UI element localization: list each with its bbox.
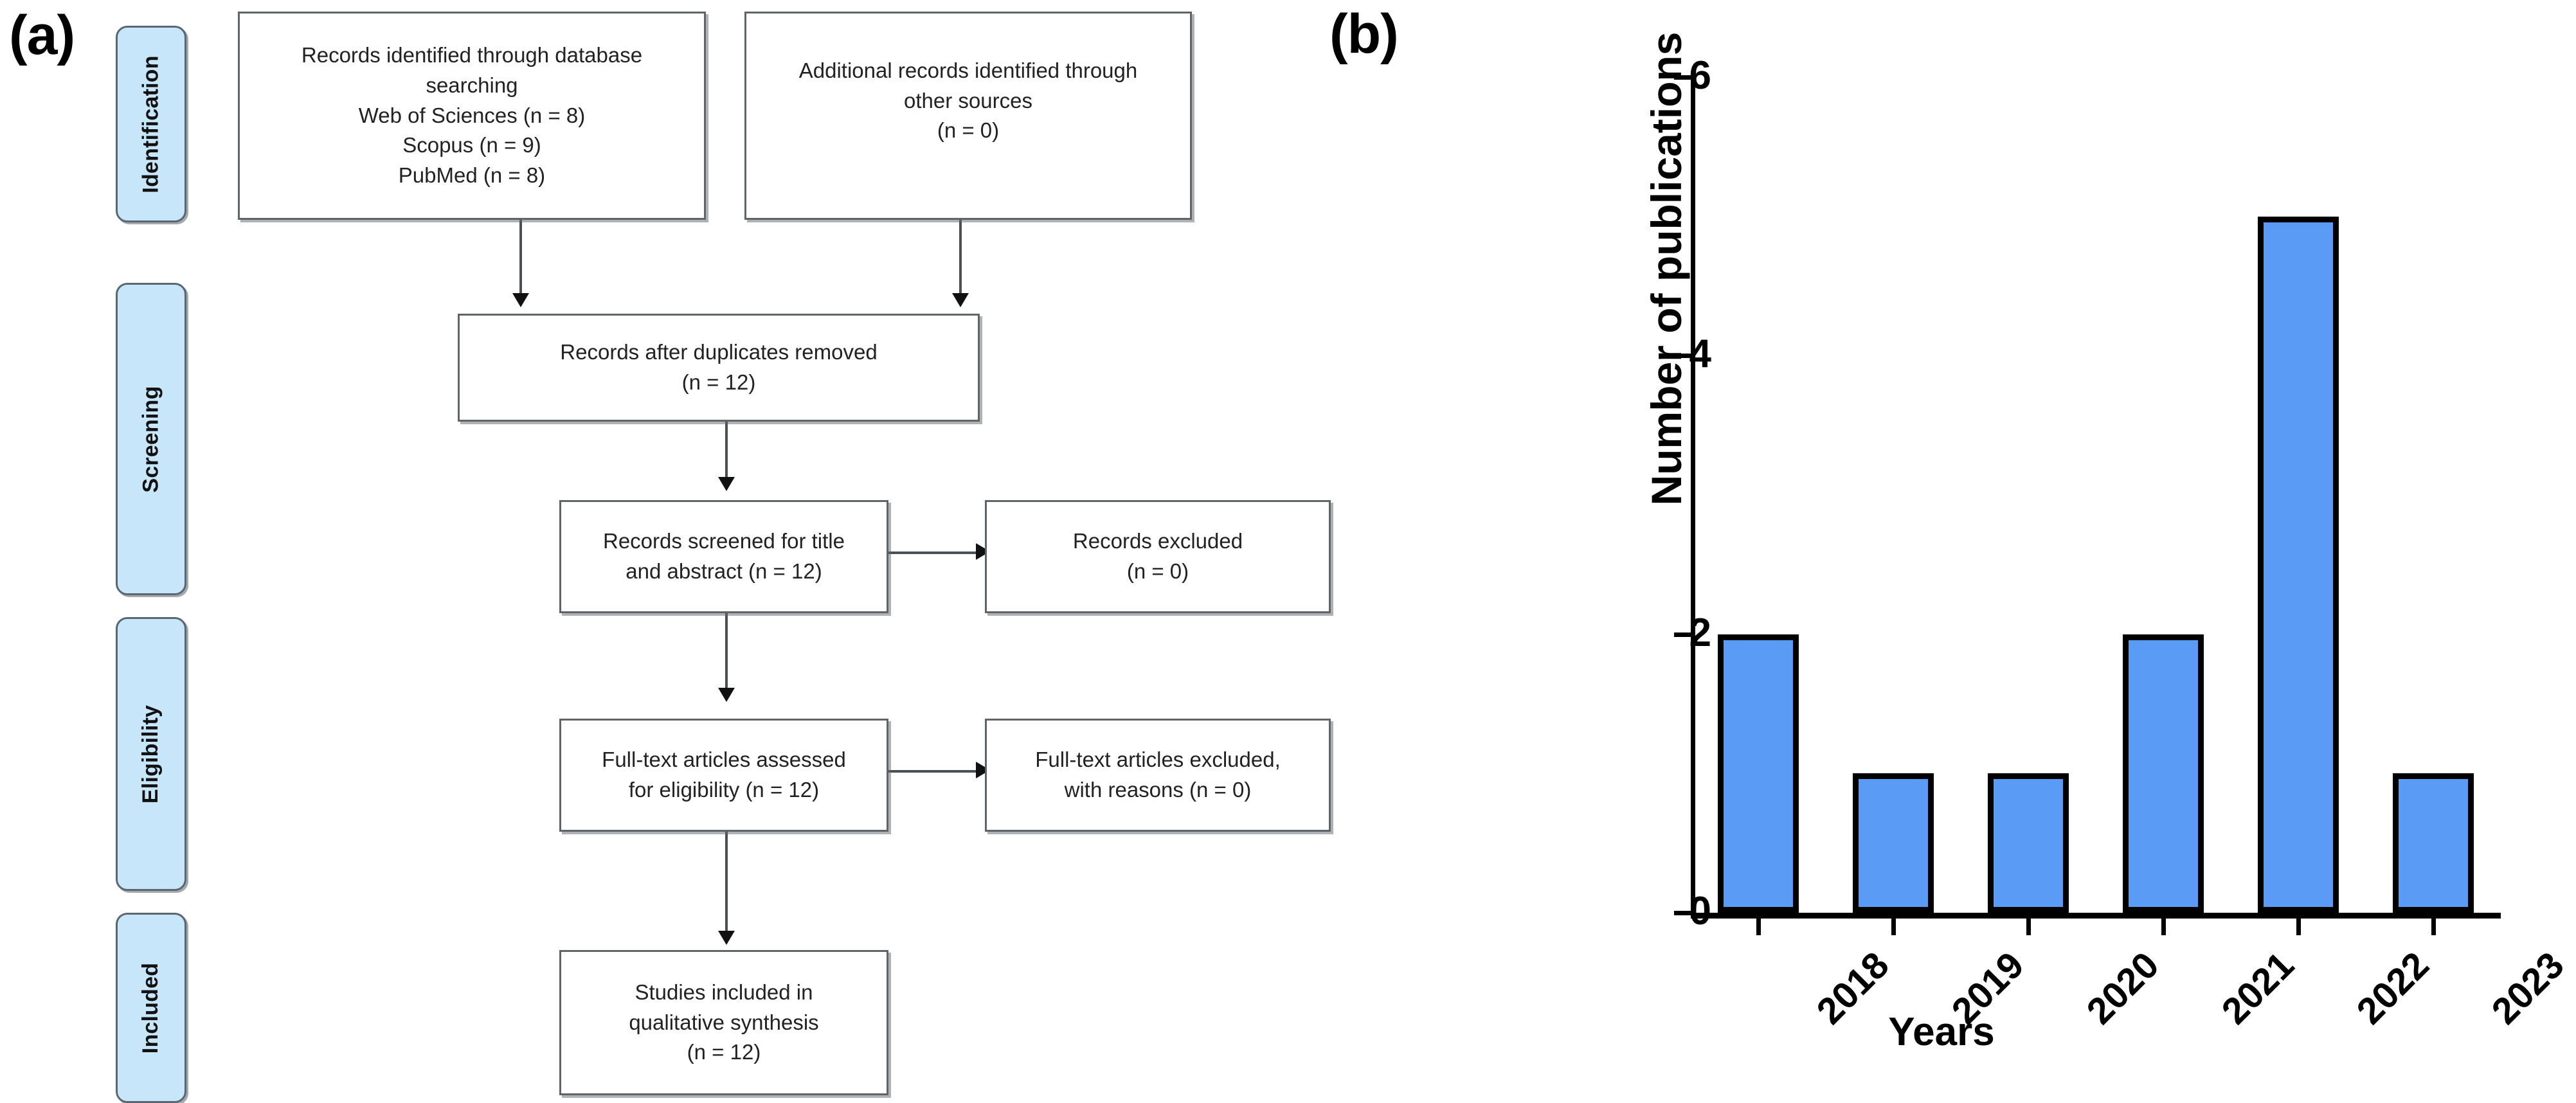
text-line: PubMed (n = 8) bbox=[398, 163, 546, 188]
x-tick-mark bbox=[2296, 919, 2301, 935]
box-duplicates-removed: Records after duplicates removed (n = 12… bbox=[458, 314, 980, 422]
box-database-search-text: Records identified through database sear… bbox=[293, 40, 651, 191]
y-tick-mark bbox=[1674, 75, 1691, 80]
y-axis-line bbox=[1691, 77, 1695, 913]
connector-fulltext-to-included bbox=[725, 828, 728, 937]
box-fulltext-assessed: Full-text articles assessed for eligibil… bbox=[559, 719, 888, 832]
y-tick-mark bbox=[1674, 354, 1691, 359]
stage-label-identification: Identification bbox=[138, 55, 163, 193]
box-records-screened: Records screened for title and abstract … bbox=[559, 500, 888, 613]
text-line: other sources bbox=[904, 88, 1032, 112]
arrow-db-to-dedup bbox=[512, 293, 529, 307]
box-studies-included: Studies included in qualitative synthesi… bbox=[559, 950, 888, 1095]
box-studies-included-text: Studies included in qualitative synthesi… bbox=[620, 978, 827, 1068]
text-line: (n = 0) bbox=[937, 118, 1000, 143]
text-line: (n = 0) bbox=[1126, 559, 1189, 583]
text-line: Records identified through database bbox=[301, 42, 643, 67]
stage-chip-included: Included bbox=[116, 913, 186, 1103]
bar-2020 bbox=[1988, 773, 2069, 913]
connector-screen-to-excluded bbox=[883, 552, 980, 554]
text-line: Full-text articles excluded, bbox=[1035, 748, 1281, 772]
box-fulltext-excluded-text: Full-text articles excluded, with reason… bbox=[1026, 745, 1289, 805]
y-tick-label: 0 bbox=[1689, 889, 1711, 933]
x-axis-title: Years bbox=[1888, 1010, 1995, 1054]
y-tick-label: 2 bbox=[1689, 610, 1711, 655]
bar-2019 bbox=[1853, 773, 1934, 913]
panel-b-label: (b) bbox=[1329, 3, 1399, 65]
connector-screen-to-fulltext bbox=[725, 609, 728, 693]
box-fulltext-excluded: Full-text articles excluded, with reason… bbox=[985, 719, 1331, 832]
text-line: (n = 12) bbox=[681, 370, 756, 394]
text-line: Records excluded bbox=[1072, 529, 1243, 553]
box-database-search: Records identified through database sear… bbox=[238, 12, 706, 220]
x-tick-mark bbox=[2431, 919, 2436, 935]
bar-2018 bbox=[1718, 634, 1799, 913]
text-line: qualitative synthesis bbox=[629, 1010, 819, 1034]
x-tick-label: 2020 bbox=[2078, 944, 2167, 1032]
box-fulltext-assessed-text: Full-text articles assessed for eligibil… bbox=[593, 745, 855, 805]
text-line: Records after duplicates removed bbox=[560, 340, 878, 364]
text-line: Full-text articles assessed bbox=[602, 748, 846, 772]
x-tick-mark bbox=[1756, 919, 1761, 935]
connector-db-to-dedup bbox=[519, 216, 522, 298]
connector-dedup-to-screen bbox=[725, 418, 728, 482]
box-records-screened-text: Records screened for title and abstract … bbox=[594, 526, 854, 587]
stage-label-eligibility: Eligibility bbox=[138, 704, 163, 803]
text-line: searching bbox=[426, 73, 518, 97]
y-tick-mark bbox=[1674, 911, 1691, 915]
x-tick-label: 2022 bbox=[2348, 944, 2437, 1032]
text-line: with reasons (n = 0) bbox=[1064, 778, 1252, 802]
box-records-excluded: Records excluded (n = 0) bbox=[985, 500, 1331, 613]
connector-other-to-dedup bbox=[959, 216, 962, 298]
text-line: for eligibility (n = 12) bbox=[628, 778, 820, 802]
stage-label-screening: Screening bbox=[138, 385, 163, 493]
text-line: and abstract (n = 12) bbox=[626, 559, 822, 583]
text-line: Additional records identified through bbox=[798, 58, 1138, 82]
box-other-sources-text: Additional records identified through ot… bbox=[790, 56, 1147, 147]
stage-chip-eligibility: Eligibility bbox=[116, 617, 186, 891]
y-tick-mark bbox=[1674, 632, 1691, 637]
bar-2021 bbox=[2123, 634, 2204, 913]
x-axis-line bbox=[1691, 913, 2501, 919]
x-tick-label: 2021 bbox=[2213, 944, 2302, 1032]
x-tick-mark bbox=[1891, 919, 1896, 935]
text-line: Scopus (n = 9) bbox=[402, 133, 541, 157]
x-tick-mark bbox=[2161, 919, 2166, 935]
box-other-sources: Additional records identified through ot… bbox=[744, 12, 1192, 220]
text-line: Studies included in bbox=[635, 980, 813, 1004]
x-tick-mark bbox=[2026, 919, 2031, 935]
box-duplicates-removed-text: Records after duplicates removed (n = 12… bbox=[551, 337, 886, 398]
stage-chip-identification: Identification bbox=[116, 26, 186, 222]
stage-label-included: Included bbox=[138, 962, 163, 1054]
y-tick-label: 4 bbox=[1689, 332, 1711, 377]
arrow-fulltext-to-included bbox=[718, 931, 735, 945]
y-tick-label: 6 bbox=[1689, 53, 1711, 98]
text-line: Web of Sciences (n = 8) bbox=[358, 103, 586, 127]
text-line: Records screened for title bbox=[602, 529, 845, 553]
arrow-other-to-dedup bbox=[952, 293, 969, 307]
arrow-dedup-to-screen bbox=[718, 477, 735, 491]
connector-fulltext-to-excluded bbox=[883, 770, 980, 773]
arrow-screen-to-fulltext bbox=[718, 688, 735, 702]
x-tick-label: 2023 bbox=[2483, 944, 2572, 1032]
bar-2022 bbox=[2258, 216, 2339, 913]
panel-a-label: (a) bbox=[9, 4, 75, 66]
text-line: (n = 12) bbox=[687, 1040, 761, 1064]
stage-chip-screening: Screening bbox=[116, 283, 186, 595]
box-records-excluded-text: Records excluded (n = 0) bbox=[1064, 526, 1252, 587]
bar-2023 bbox=[2393, 773, 2474, 913]
